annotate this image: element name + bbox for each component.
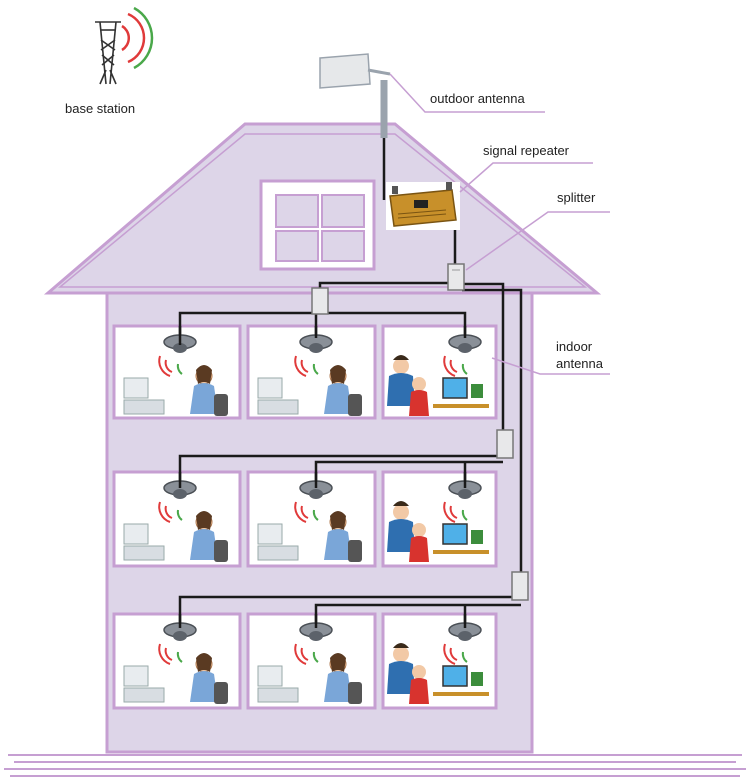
person-on-phone-icon [123,365,228,416]
rooms [112,324,498,710]
room [381,612,498,710]
room [246,470,377,568]
person-on-phone-icon [257,511,362,562]
splitter-icon [447,263,465,291]
signal-waves-icon [158,355,183,377]
room [246,324,377,420]
indoor-antenna-label-line2: antenna [556,356,603,371]
ceiling-antenna-icon [448,614,482,641]
attic-window [259,179,376,271]
indoor-antenna-label: indoor antenna [556,338,603,372]
label-leaders [389,73,610,375]
people-at-computer-icon [387,501,489,562]
splitter-icon [511,571,529,601]
person-on-phone-icon [257,365,362,416]
room [246,612,377,710]
room [112,324,242,420]
signal-waves-icon [443,355,468,377]
room [112,470,242,568]
indoor-antenna-label-line1: indoor [556,339,593,354]
room [381,324,498,420]
person-on-phone-icon [123,511,228,562]
base-station-label: base station [65,101,136,116]
person-on-phone-icon [257,653,362,704]
signal-waves-icon [158,643,183,665]
signal-waves-icon [443,643,468,665]
people-at-computer-icon [387,643,489,704]
signal-waves-icon [443,501,468,523]
person-on-phone-icon [123,653,228,704]
signal-waves-icon [158,501,183,523]
signal-waves-icon [294,501,319,523]
signal-repeater-icon [386,182,460,230]
outdoor-antenna-label: outdoor antenna [430,91,525,106]
people-at-computer-icon [387,355,489,416]
ground [4,754,746,777]
room [381,470,498,568]
radio-tower-icon [95,21,121,85]
signal-waves-icon [294,355,319,377]
signal-waves-icon [294,643,319,665]
splitter-label: splitter [557,190,596,205]
room [112,612,242,710]
splitter-icon [496,429,514,459]
signal-repeater-label: signal repeater [483,143,569,158]
splitter-icon [311,287,329,315]
broadcast-waves-icon [121,6,154,70]
panel-antenna-icon [319,53,391,138]
